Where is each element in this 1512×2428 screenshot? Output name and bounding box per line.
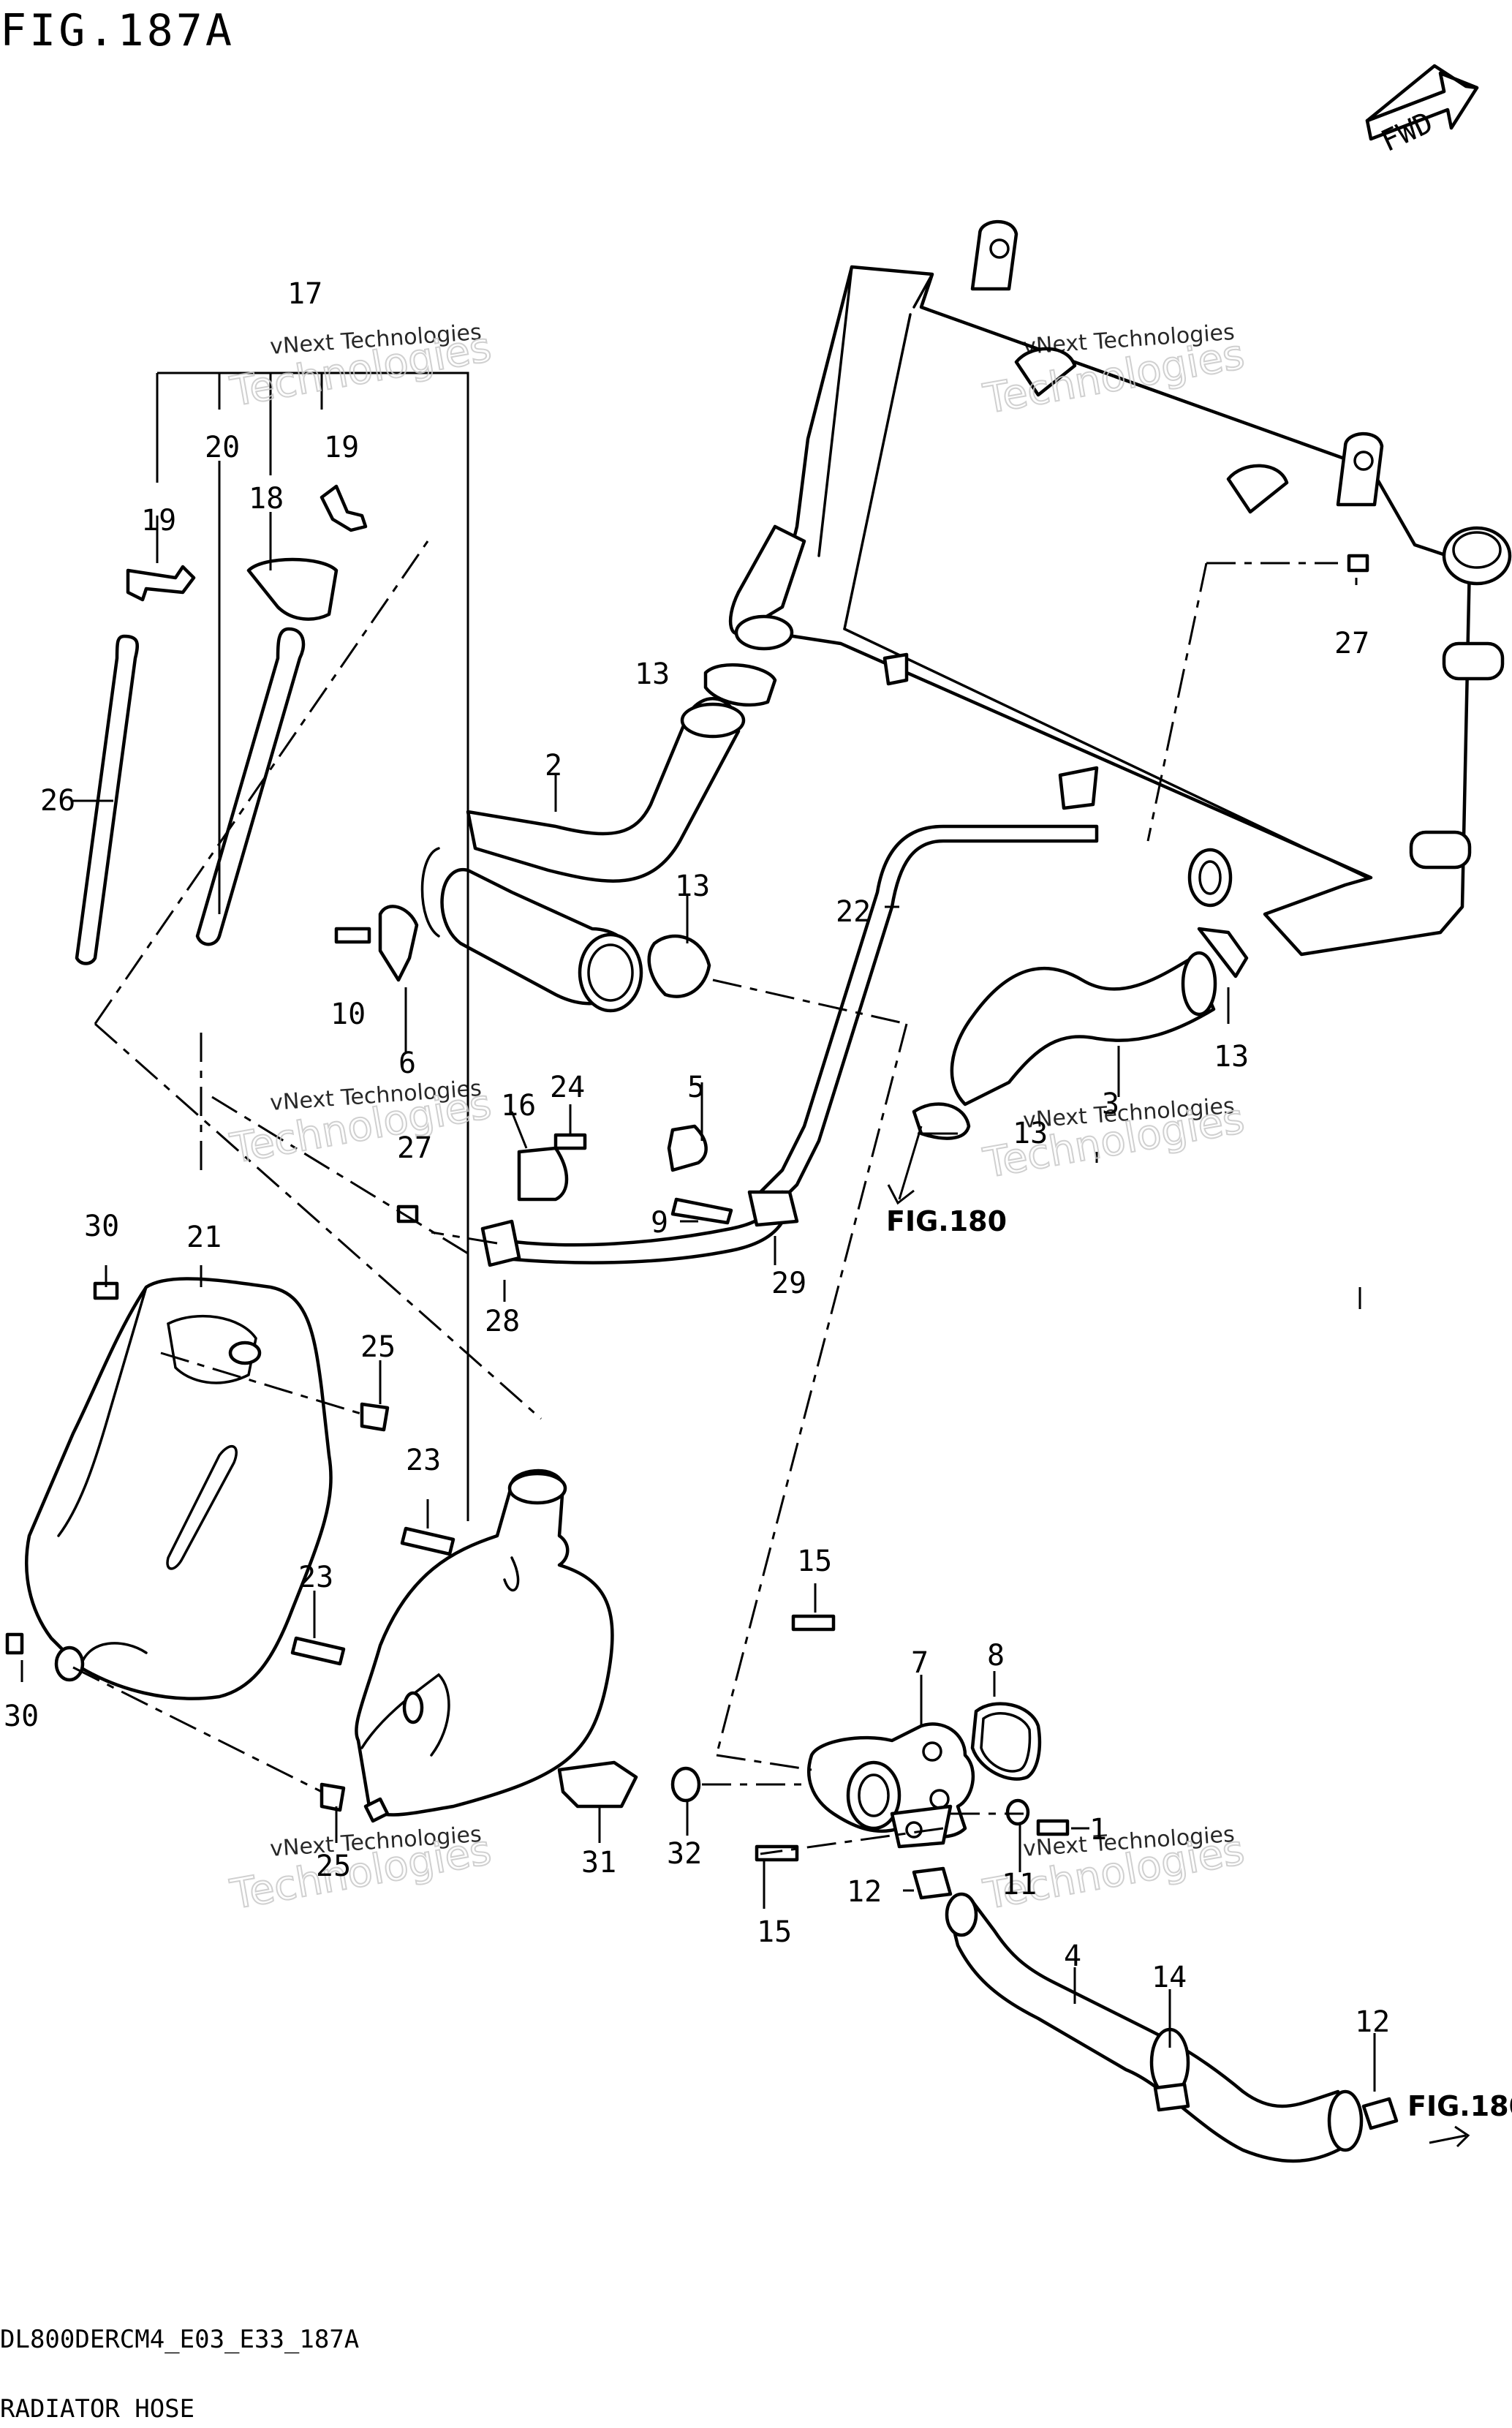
coolant-reservoir-tank bbox=[355, 1469, 614, 1823]
callout-27b: 27 bbox=[397, 1131, 432, 1165]
radiator-hose-upper bbox=[420, 697, 746, 1013]
callout-6: 6 bbox=[398, 1047, 416, 1080]
callout-4: 4 bbox=[1064, 1939, 1081, 1973]
radiator-core bbox=[728, 219, 1512, 957]
callout-8: 8 bbox=[987, 1639, 1005, 1673]
callout-7: 7 bbox=[911, 1646, 929, 1680]
breather-hose-22 bbox=[758, 824, 1099, 1209]
callout-17: 17 bbox=[287, 277, 322, 311]
clips bbox=[320, 1402, 390, 1812]
cap-18 bbox=[246, 557, 339, 621]
callout-13b: 13 bbox=[675, 870, 710, 903]
water-pump-hose bbox=[945, 1892, 1364, 2163]
forward-direction-arrow: FWD bbox=[1365, 64, 1479, 159]
washers-and-sensor bbox=[557, 1124, 1030, 1826]
figure-reference-arrows bbox=[887, 1126, 1470, 2148]
callout-32: 32 bbox=[667, 1837, 702, 1871]
callout-31: 31 bbox=[581, 1846, 616, 1880]
callout-13d: 13 bbox=[1013, 1117, 1048, 1150]
figure-title: FIG.187A bbox=[0, 5, 235, 56]
callout-25b: 25 bbox=[316, 1850, 351, 1883]
callout-2: 2 bbox=[545, 749, 562, 783]
callout-27a: 27 bbox=[1334, 627, 1369, 660]
callout-12a: 12 bbox=[847, 1875, 882, 1909]
callout-13c: 13 bbox=[1214, 1040, 1249, 1074]
callout-20: 20 bbox=[205, 431, 240, 464]
figure-reference-fig180-upper[interactable]: FIG.180 bbox=[886, 1205, 1007, 1237]
callout-10: 10 bbox=[330, 998, 366, 1031]
callout-12b: 12 bbox=[1355, 2005, 1390, 2039]
reservoir-cover bbox=[25, 1277, 333, 1700]
callout-19a: 19 bbox=[141, 504, 176, 538]
callout-15a: 15 bbox=[797, 1545, 832, 1578]
callout-1: 1 bbox=[1089, 1813, 1107, 1847]
callout-15b: 15 bbox=[757, 1915, 792, 1949]
callout-30b: 30 bbox=[4, 1700, 39, 1733]
callout-30a: 30 bbox=[84, 1210, 119, 1243]
callout-13a: 13 bbox=[635, 657, 670, 691]
callout-29: 29 bbox=[771, 1267, 806, 1300]
callout-25a: 25 bbox=[360, 1330, 396, 1364]
callout-18: 18 bbox=[249, 482, 284, 516]
callout-16: 16 bbox=[501, 1089, 536, 1123]
leader-lines bbox=[20, 372, 1376, 2092]
reservoir-hose-29 bbox=[495, 1190, 799, 1264]
hose-clamps bbox=[378, 663, 1399, 2130]
callout-5: 5 bbox=[687, 1071, 705, 1104]
callout-19b: 19 bbox=[324, 431, 359, 464]
callout-21: 21 bbox=[186, 1221, 222, 1254]
callout-14: 14 bbox=[1152, 1961, 1187, 1994]
fitting-19-left bbox=[126, 565, 196, 602]
callout-11: 11 bbox=[1002, 1868, 1037, 1901]
radiator-hose-lower bbox=[950, 951, 1217, 1106]
callout-23a: 23 bbox=[406, 1444, 441, 1477]
diagram-code: DL800DERCM4_E03_E33_187A bbox=[0, 2325, 359, 2354]
callout-28: 28 bbox=[485, 1305, 520, 1338]
fitting-19-right bbox=[320, 484, 368, 532]
callout-23b: 23 bbox=[298, 1561, 333, 1594]
diagram-caption: RADIATOR HOSE bbox=[0, 2394, 194, 2424]
callout-9: 9 bbox=[651, 1206, 668, 1240]
hose-20 bbox=[195, 627, 306, 946]
callout-labels: 1 2 3 4 5 6 7 8 9 10 11 12 12 13 13 13 1… bbox=[4, 277, 1390, 2039]
figure-reference-fig180-lower[interactable]: FIG.180 bbox=[1407, 2090, 1512, 2122]
callout-24: 24 bbox=[550, 1071, 585, 1104]
thermostat-housing bbox=[807, 1722, 975, 1849]
callout-26: 26 bbox=[40, 784, 75, 818]
callout-22: 22 bbox=[836, 895, 871, 929]
callout-3: 3 bbox=[1102, 1087, 1119, 1121]
